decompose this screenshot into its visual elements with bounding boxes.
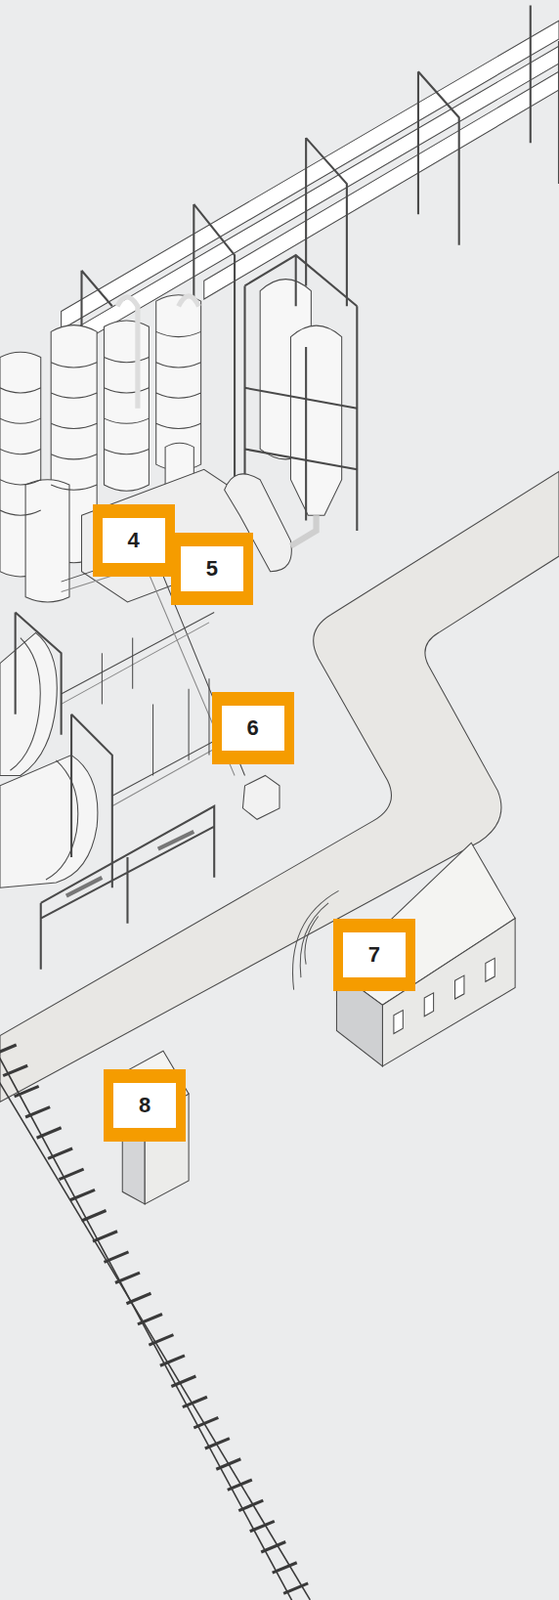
callout-badge: 5 [171, 532, 254, 605]
callout-number: 6 [221, 705, 285, 751]
rail-tie [126, 1292, 151, 1303]
callout-number: 8 [113, 1082, 176, 1128]
tanks [0, 295, 251, 602]
control-building [292, 842, 516, 1067]
rail-track [0, 1044, 320, 1600]
silo-frame [224, 255, 358, 572]
callout-badge: 7 [333, 918, 416, 991]
callout-number: 4 [102, 517, 166, 563]
callout-badge: 6 [212, 691, 295, 765]
callout-badge: 4 [92, 504, 175, 577]
drums [0, 611, 215, 969]
callout-number: 7 [343, 932, 406, 978]
callout-badge: 8 [103, 1069, 186, 1142]
callout-number: 5 [180, 546, 244, 592]
rail-tie [0, 1044, 17, 1055]
